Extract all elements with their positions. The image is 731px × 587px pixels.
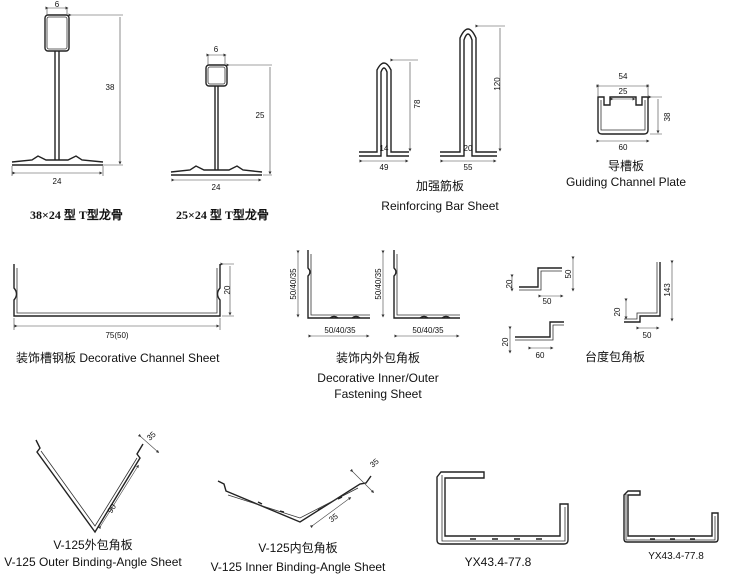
- reinforcing-w1a-dim: 14: [380, 144, 389, 153]
- reinforcing-w2b-dim: 55: [464, 163, 473, 172]
- fastening-h-left-dim: 50/40/35: [289, 268, 298, 300]
- fastening-caption-cn: 装饰内外包角板: [336, 351, 420, 365]
- guiding-caption-en: Guiding Channel Plate: [566, 175, 686, 189]
- tee-38x24-profile: 6 38 24: [11, 0, 123, 186]
- tee-25-base-dim: 24: [212, 183, 221, 192]
- counter-profile-b: 20 60: [501, 321, 564, 360]
- v-outer-side-dim: 35: [145, 429, 158, 442]
- v125-outer-profile: 35 90: [35, 429, 160, 534]
- tee-25-caption: 25×24 型 T型龙骨: [176, 207, 269, 222]
- v-inner-caption-en: V-125 Inner Binding-Angle Sheet: [211, 560, 386, 574]
- channel-width-dim: 75(50): [105, 331, 128, 340]
- tee-25x24-profile: 6 25 24: [170, 45, 272, 192]
- counter-a-w-dim: 50: [543, 297, 552, 306]
- reinforcing-w2a-dim: 20: [464, 144, 473, 153]
- v-outer-caption-en: V-125 Outer Binding-Angle Sheet: [4, 555, 182, 569]
- reinforcing-h1-dim: 78: [413, 99, 422, 108]
- v-inner-caption-cn: V-125内包角板: [258, 541, 337, 555]
- v-outer-caption-cn: V-125外包角板: [53, 538, 132, 552]
- counter-c-h2-dim: 20: [613, 307, 622, 316]
- counter-b-h1-dim: 20: [501, 337, 510, 346]
- reinforcing-caption-cn: 加强筋板: [416, 178, 464, 193]
- counter-profile-a: 20 50 50: [505, 256, 575, 306]
- reinforcing-bar-profile: 78 14 49 120 20 55: [359, 26, 505, 172]
- fastening-h-right-dim: 50/40/35: [374, 268, 383, 300]
- fastening-caption-en1: Decorative Inner/Outer: [317, 371, 438, 385]
- guiding-inner-dim: 25: [619, 87, 628, 96]
- channel-height-dim: 20: [223, 285, 232, 294]
- tee-38-top-dim: 6: [55, 0, 60, 9]
- counter-a-h2-dim: 50: [564, 269, 573, 278]
- guiding-caption-cn: 导槽板: [608, 159, 644, 173]
- counter-profile-c: 143 20 50: [613, 260, 674, 340]
- guiding-channel-profile: 54 25 60 38: [596, 72, 672, 152]
- tee-25-top-dim: 6: [214, 45, 219, 54]
- v125-inner-profile: 35 35: [217, 456, 381, 529]
- guiding-bottom-dim: 60: [619, 143, 628, 152]
- counter-c-h-dim: 143: [663, 283, 672, 297]
- reinforcing-caption-en: Reinforcing Bar Sheet: [381, 199, 499, 213]
- counter-caption: 台度包角板: [585, 349, 645, 364]
- yx-large-profile: [436, 471, 569, 545]
- v-outer-long-dim: 90: [106, 502, 119, 515]
- fastening-profile: 50/40/35 50/40/35 50/40/35 50/40/35: [289, 250, 460, 338]
- counter-a-h1-dim: 20: [505, 279, 514, 288]
- tee-25-height-dim: 25: [256, 111, 265, 120]
- yx-small-profile: [623, 490, 719, 543]
- counter-b-w-dim: 60: [536, 351, 545, 360]
- v-inner-side-dim: 35: [368, 456, 381, 469]
- yx-large-caption: YX43.4-77.8: [465, 555, 532, 569]
- tee-38-height-dim: 38: [106, 83, 115, 92]
- yx-small-caption: YX43.4-77.8: [648, 551, 704, 562]
- channel-caption: 装饰槽钢板 Decorative Channel Sheet: [16, 351, 220, 365]
- fastening-w-right-dim: 50/40/35: [412, 326, 444, 335]
- decorative-channel-profile: 20 75(50): [13, 264, 234, 340]
- tee-38-base-dim: 24: [53, 177, 62, 186]
- guiding-top-dim: 54: [619, 72, 628, 81]
- reinforcing-w1b-dim: 49: [380, 163, 389, 172]
- tee-38-caption: 38×24 型 T型龙骨: [30, 207, 123, 222]
- fastening-w-left-dim: 50/40/35: [324, 326, 356, 335]
- reinforcing-h2-dim: 120: [493, 77, 502, 91]
- fastening-caption-en2: Fastening Sheet: [334, 387, 422, 401]
- counter-c-w-dim: 50: [643, 331, 652, 340]
- guiding-height-dim: 38: [663, 112, 672, 121]
